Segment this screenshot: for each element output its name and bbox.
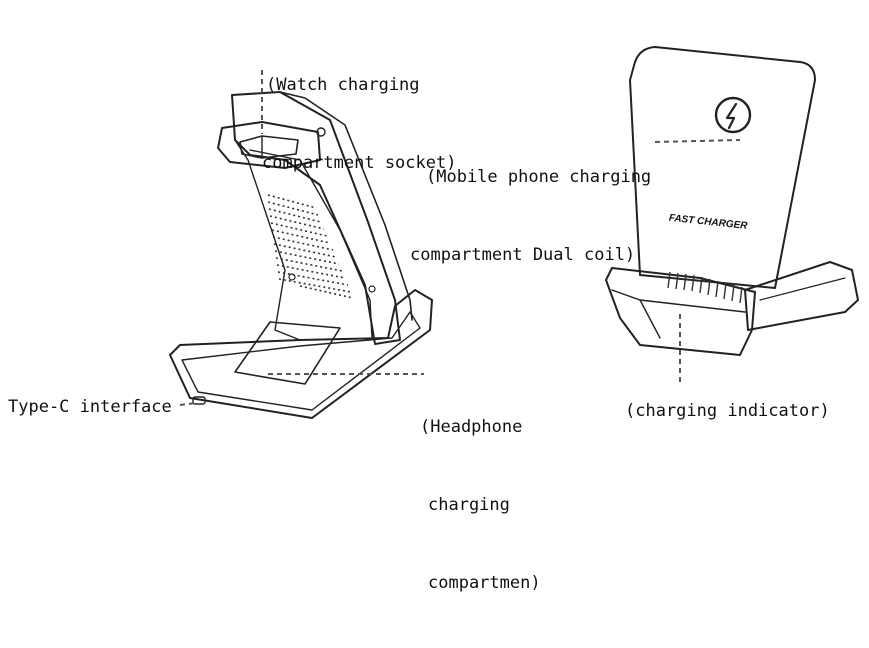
label-phone-line-2: compartment Dual coil) [410, 245, 636, 265]
label-watch-line-2: compartment socket) [262, 153, 457, 173]
leader-phone [654, 139, 741, 143]
stand-hole-top [316, 127, 326, 137]
lightning-icon [725, 102, 738, 130]
phone-pad [629, 46, 816, 289]
phone-base [744, 261, 859, 331]
stand-grille [267, 194, 354, 299]
three-in-one-stand [169, 91, 433, 419]
label-watch-line-1: (Watch charging [266, 75, 420, 95]
leader-type-c [179, 402, 197, 406]
stand-hole-bottom [288, 273, 296, 281]
charging-circle [714, 96, 752, 134]
label-type-c: Type-C interface [8, 397, 172, 417]
stand-base-rim [181, 311, 421, 411]
label-phone-line-1: (Mobile phone charging [426, 167, 652, 187]
brand-text: FAST CHARGER [668, 213, 748, 232]
type-c-port [192, 396, 206, 405]
diagram-canvas: FAST CHARGER (Watch charging compartment… [8, 20, 859, 593]
label-headphone-line-2: charging [428, 495, 510, 515]
label-watch-socket: (Watch charging compartment socket) [262, 20, 456, 228]
label-headphone-line-1: (Headphone [420, 417, 523, 437]
stand-side [279, 91, 413, 321]
headphone-pad [234, 321, 341, 385]
phone-stand [605, 46, 859, 356]
watch-holder [217, 121, 321, 169]
label-phone-coil: (Mobile phone charging compartment Dual … [410, 112, 651, 320]
stand-upright-edge [249, 149, 373, 339]
label-charging-indicator: (charging indicator) [625, 401, 830, 421]
stand-base [169, 289, 433, 419]
phone-lip [605, 267, 756, 356]
label-headphone-line-3: compartmen) [428, 573, 541, 593]
leader-lines [179, 70, 741, 406]
phone-lip-ridges [667, 271, 743, 304]
label-headphone: (Headphone charging compartmen) [420, 362, 541, 648]
illustration: FAST CHARGER [169, 46, 859, 419]
stand-left-face [234, 139, 301, 341]
